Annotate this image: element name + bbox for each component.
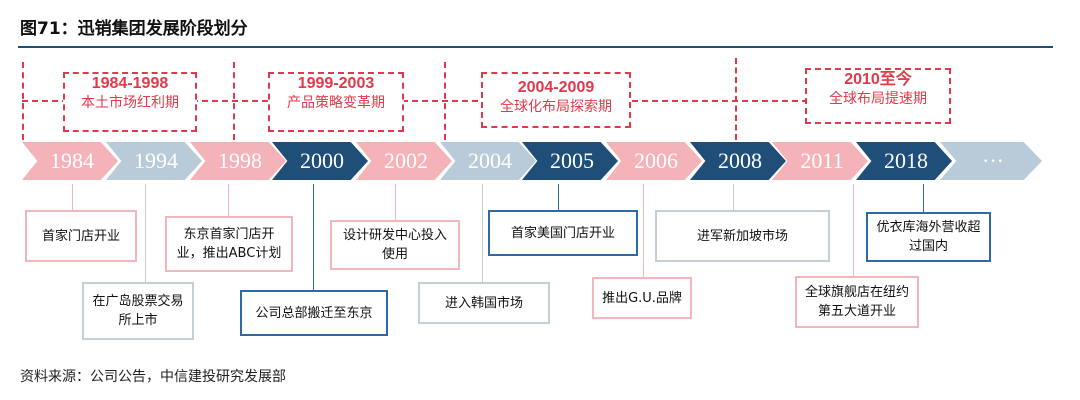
event-box: 东京首家门店开业，推出ABC计划 bbox=[165, 216, 293, 272]
timeline-year: 2002 bbox=[356, 142, 452, 180]
period-name: 产品策略变革期 bbox=[287, 95, 385, 111]
period-years: 2010至今 bbox=[844, 71, 912, 88]
period-name: 全球化布局探索期 bbox=[500, 99, 612, 115]
timeline-year: 2004 bbox=[440, 142, 536, 180]
event-connector bbox=[482, 184, 483, 284]
event-box: 首家门店开业 bbox=[25, 210, 137, 262]
event-box: 首家美国门店开业 bbox=[488, 210, 638, 256]
event-connector bbox=[853, 184, 854, 282]
period-divider bbox=[444, 62, 446, 140]
source-note: 资料来源：公司公告，中信建投研究发展部 bbox=[20, 369, 286, 385]
timeline-year: 2006 bbox=[606, 142, 702, 180]
timeline-year: 2005 bbox=[522, 142, 618, 180]
period-years: 1984-1998 bbox=[91, 75, 169, 92]
event-connector bbox=[923, 184, 924, 212]
event-box: 在广岛股票交易所上市 bbox=[82, 282, 194, 340]
period-years: 1999-2003 bbox=[297, 75, 375, 92]
period-divider bbox=[22, 62, 24, 140]
event-connector bbox=[643, 184, 644, 284]
timeline-year: 1984 bbox=[22, 142, 118, 180]
event-box: 进入韩国市场 bbox=[418, 282, 550, 324]
period-name: 全球布局提速期 bbox=[829, 91, 927, 107]
timeline-year: 2008 bbox=[690, 142, 786, 180]
timeline-year: 1994 bbox=[106, 142, 202, 180]
period-name: 本土市场红利期 bbox=[81, 95, 179, 111]
period-divider bbox=[735, 58, 737, 140]
event-connector bbox=[733, 184, 734, 212]
event-connector bbox=[145, 184, 146, 284]
event-box: 优衣库海外营收超过国内 bbox=[866, 212, 991, 262]
title-divider bbox=[18, 46, 1053, 48]
event-box: 进军新加坡市场 bbox=[655, 210, 830, 262]
timeline-year: 2000 bbox=[272, 142, 368, 180]
event-connector bbox=[228, 184, 229, 217]
event-box: 全球旗舰店在纽约第五大道开业 bbox=[795, 276, 919, 328]
period-years: 2004-2009 bbox=[517, 79, 595, 96]
period-box: 1999-2003 产品策略变革期 bbox=[268, 72, 404, 132]
period-box: 1984-1998 本土市场红利期 bbox=[63, 72, 197, 132]
event-box: 设计研发中心投入使用 bbox=[330, 220, 460, 270]
period-box: 2010至今全球布局提速期 bbox=[805, 68, 951, 124]
timeline-ellipsis: ··· bbox=[940, 142, 1042, 180]
timeline-year: 1998 bbox=[190, 142, 286, 180]
event-connector bbox=[395, 184, 396, 222]
event-connector bbox=[313, 184, 314, 292]
timeline-year: 2018 bbox=[856, 142, 952, 180]
timeline-year: 2011 bbox=[772, 142, 868, 180]
event-connector bbox=[558, 184, 559, 212]
event-box: 推出G.U.品牌 bbox=[592, 277, 692, 319]
period-divider bbox=[233, 62, 235, 140]
event-box: 公司总部搬迁至东京 bbox=[240, 290, 388, 336]
event-connector bbox=[72, 184, 73, 212]
period-box: 2004-2009 全球化布局探索期 bbox=[481, 72, 631, 128]
figure-title: 图71：迅销集团发展阶段划分 bbox=[20, 19, 248, 39]
